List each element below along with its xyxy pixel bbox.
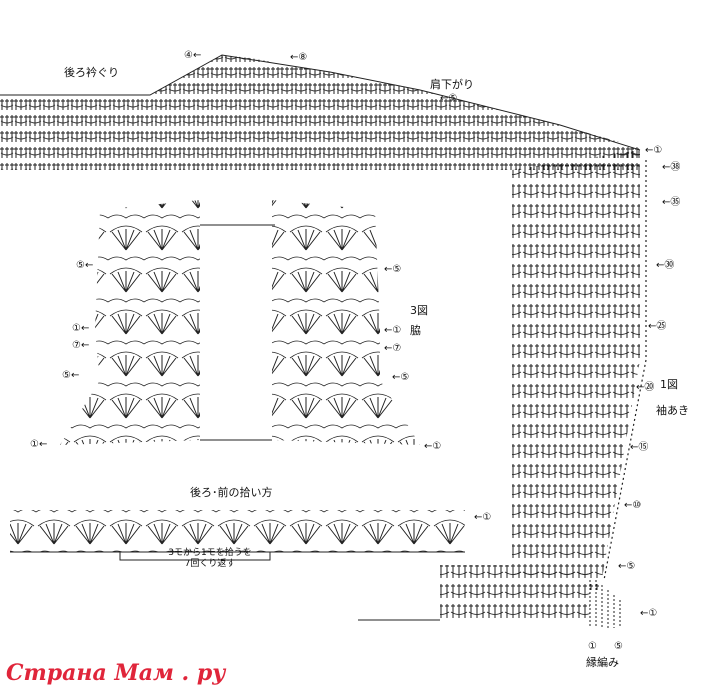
back-neck-label: 後ろ衿ぐり xyxy=(64,66,119,79)
figure-1-side-strip xyxy=(512,150,647,590)
armhole-label: 袖あき xyxy=(656,404,689,417)
row-mark-5: ←⑤ xyxy=(618,561,636,572)
pickup-note: 3モから1モを拾うを 7回くり返す xyxy=(150,548,270,570)
figure-1-label: 1図 xyxy=(660,378,678,391)
edge-mark-5: ⑤ xyxy=(614,641,623,652)
f3-right-mark-5b: ←⑤ xyxy=(392,372,410,383)
f3-left-mark-7: ⑦← xyxy=(72,340,90,351)
f3-right-mark-5: ←⑤ xyxy=(384,264,402,275)
row-mark-35: ←㉟ xyxy=(662,197,681,208)
row-mark-top-8: ←⑧ xyxy=(290,52,308,63)
pickup-title: 後ろ･前の拾い方 xyxy=(190,486,273,499)
f3-right-mark-1b: ←① xyxy=(424,441,442,452)
f3-left-mark-1: ①← xyxy=(72,323,90,334)
f3-right-mark-7: ←⑦ xyxy=(384,343,402,354)
pickup-strip xyxy=(10,510,465,561)
figure-3-side xyxy=(60,200,420,445)
row-mark-right-1: ←① xyxy=(645,145,663,156)
side-label: 脇 xyxy=(410,324,421,337)
row-mark-10: ←⑩ xyxy=(624,500,642,511)
figure-1-yoke xyxy=(0,54,641,170)
f3-left-mark-5: ⑤← xyxy=(76,260,94,271)
f3-left-mark-5b: ⑤← xyxy=(62,370,80,381)
shoulder-drop-label: 肩下がり xyxy=(430,78,474,91)
pickup-note-line-2: 7回くり返す xyxy=(184,559,236,569)
f3-right-mark-1: ←① xyxy=(384,325,402,336)
figure-3-label: 3図 xyxy=(410,304,428,317)
row-mark-20: ←⑳ xyxy=(636,382,655,393)
row-mark-shoulder-5: ←⑤ xyxy=(440,93,458,104)
row-mark-30: ←㉚ xyxy=(656,260,675,271)
pickup-mark-1: ←① xyxy=(474,512,492,523)
row-mark-bottom-1: ←① xyxy=(640,608,658,619)
figure-1-bottom-block xyxy=(358,565,621,628)
row-mark-25: ←㉕ xyxy=(648,321,667,332)
edge-mark-1: ① xyxy=(588,641,597,652)
row-mark-top-4: ④← xyxy=(184,50,202,61)
f3-left-mark-1b: ①← xyxy=(30,439,48,450)
pickup-note-line-1: 3モから1モを拾うを xyxy=(168,548,252,558)
row-mark-15: ←⑮ xyxy=(630,442,649,453)
edge-knit-label: 縁編み xyxy=(586,656,619,669)
row-mark-38: ←㊳ xyxy=(662,162,681,173)
site-watermark: Страна Мам . ру xyxy=(6,660,226,686)
